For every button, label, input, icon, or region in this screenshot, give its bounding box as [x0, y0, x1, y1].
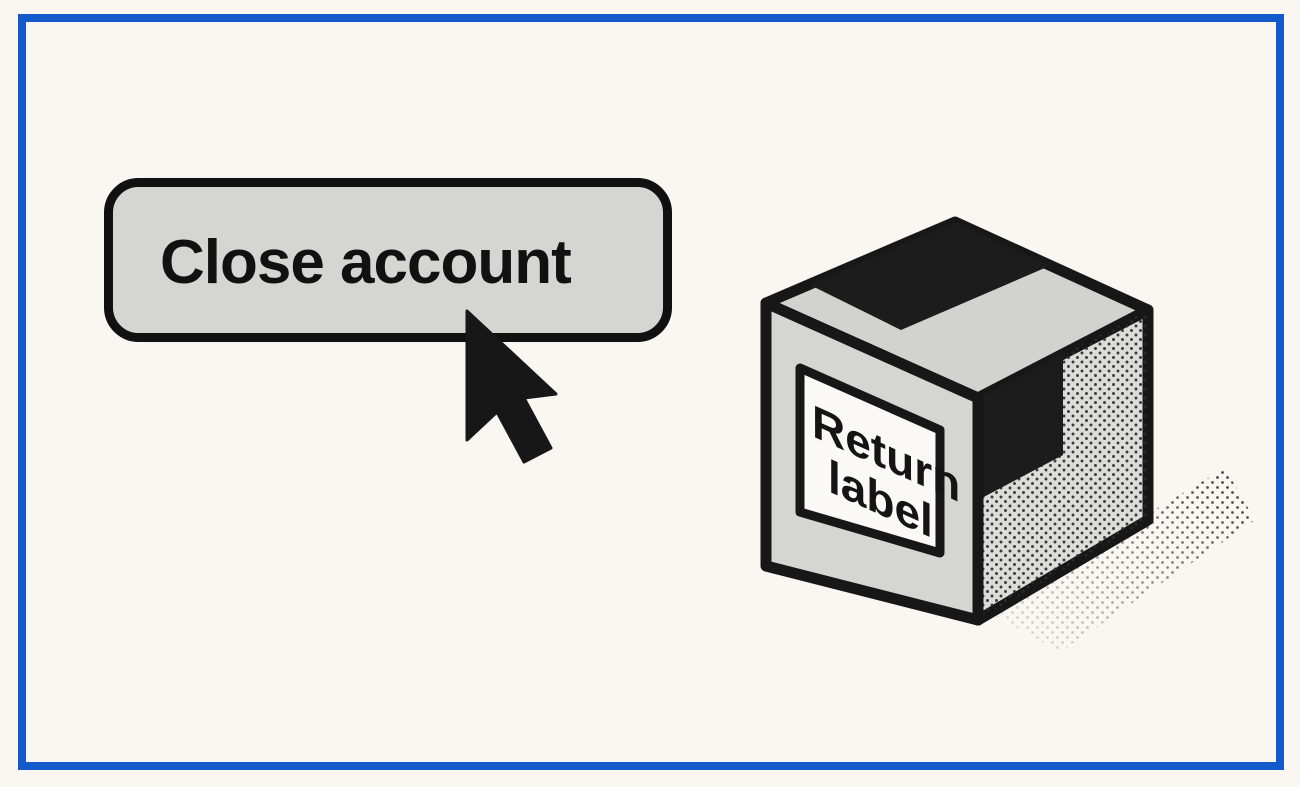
- return-label: Return label: [795, 363, 960, 558]
- close-account-button-surface[interactable]: [104, 178, 672, 342]
- close-account-button-label: Close account: [160, 228, 571, 297]
- mouse-pointer-icon[interactable]: [465, 309, 558, 464]
- close-account-button[interactable]: Close account: [104, 178, 672, 342]
- blue-border-frame: [18, 14, 1284, 770]
- shipping-box: Return label: [760, 216, 1154, 626]
- return-label-plate: [795, 363, 945, 558]
- box-tape-side: [978, 354, 1063, 500]
- box-shadow: [985, 468, 1258, 655]
- mouse-pointer-cursor[interactable]: [465, 309, 558, 464]
